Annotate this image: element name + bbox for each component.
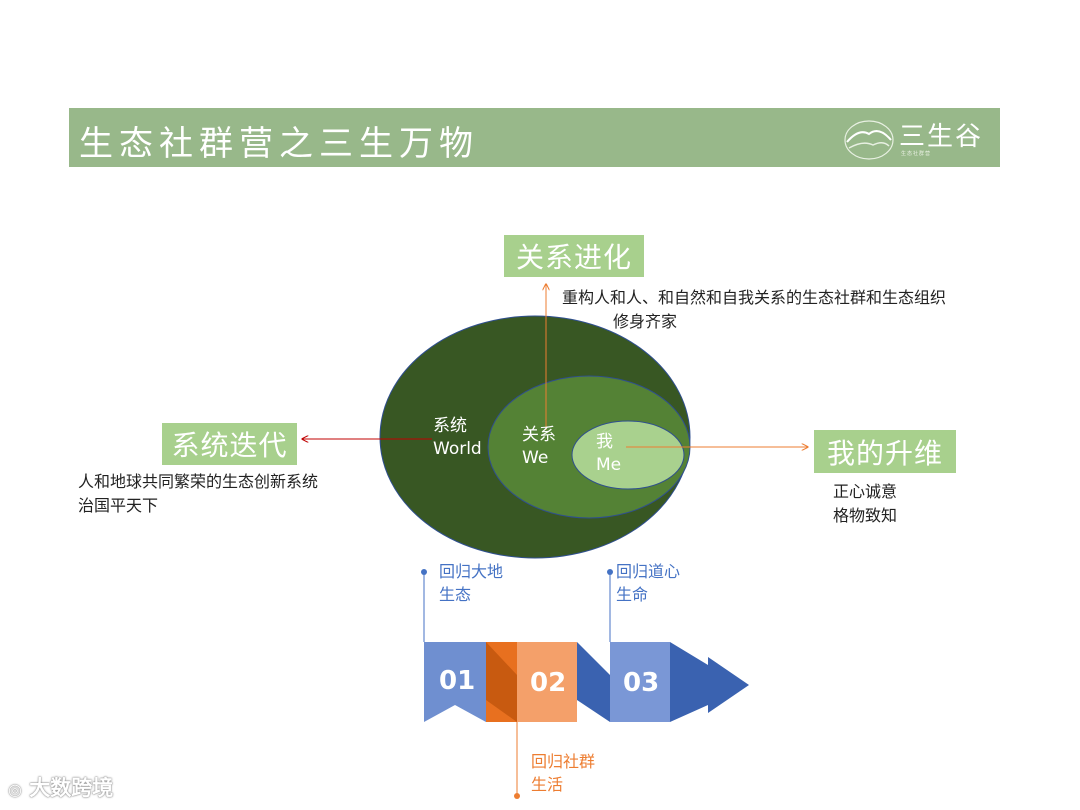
step-label-03: 回归道心 生命: [616, 560, 680, 606]
ribbon-fold-2: [577, 642, 610, 722]
ribbon-segment-01: [424, 642, 486, 722]
logo: 三生谷 生态社群营: [839, 114, 989, 162]
desc-left-line2: 治国平天下: [78, 496, 159, 515]
outer-circle-en: World: [433, 439, 482, 459]
ribbon-arrow-head: [670, 642, 749, 722]
label-system-iteration: 系统迭代: [162, 423, 297, 465]
label-relationship-evolution: 关系进化: [504, 235, 644, 277]
middle-circle-label: 关系 We: [522, 424, 556, 470]
logo-subtext: 生态社群营: [901, 151, 932, 157]
desc-right-line2: 格物致知: [833, 506, 898, 525]
step-label-01-line2: 生态: [439, 585, 472, 604]
ribbon-segment-02: [517, 642, 577, 722]
step-number-02: 02: [530, 668, 567, 698]
inner-circle-label: 我 Me: [596, 431, 621, 477]
step-number-01: 01: [439, 666, 476, 696]
watermark: ◎ 大数跨境: [8, 772, 113, 802]
desc-left-line1: 人和地球共同繁荣的生态创新系统: [78, 472, 319, 491]
outer-circle-cn: 系统: [433, 416, 467, 436]
logo-text: 三生谷: [899, 122, 984, 152]
ribbon-fold-1-tip: [486, 642, 517, 722]
step-label-03-line2: 生命: [616, 585, 649, 604]
ribbon-segment-03: [610, 642, 670, 722]
mountain-logo-icon: [844, 120, 894, 160]
desc-top-line2: 修身齐家: [613, 312, 678, 331]
step-label-01: 回归大地 生态: [439, 560, 503, 606]
middle-circle-cn: 关系: [522, 425, 556, 445]
watermark-logo-icon: ◎: [8, 780, 22, 799]
step-label-02-line2: 生活: [531, 775, 564, 794]
middle-circle-en: We: [522, 448, 549, 468]
outer-circle-label: 系统 World: [433, 415, 482, 461]
page-title: 生态社群营之三生万物: [79, 124, 479, 164]
label-my-elevation: 我的升维: [814, 430, 956, 473]
inner-circle-me: [571, 420, 685, 490]
desc-right-line1: 正心诚意: [833, 482, 898, 501]
step-label-02: 回归社群 生活: [531, 750, 595, 796]
step-label-03-line1: 回归道心: [616, 562, 681, 581]
timeline-dot-03: [607, 569, 613, 575]
watermark-text: 大数跨境: [29, 776, 114, 800]
step-number-03: 03: [623, 668, 660, 698]
inner-circle-cn: 我: [596, 432, 613, 452]
inner-circle-en: Me: [596, 455, 622, 475]
timeline-dot-02: [514, 793, 520, 799]
step-label-02-line1: 回归社群: [531, 752, 596, 771]
desc-top-line1: 重构人和人、和自然和自我关系的生态社群和生态组织: [562, 288, 947, 307]
step-label-01-line1: 回归大地: [439, 562, 504, 581]
title-bar: 生态社群营之三生万物 三生谷 生态社群营: [69, 108, 1000, 167]
timeline-dot-01: [421, 569, 427, 575]
